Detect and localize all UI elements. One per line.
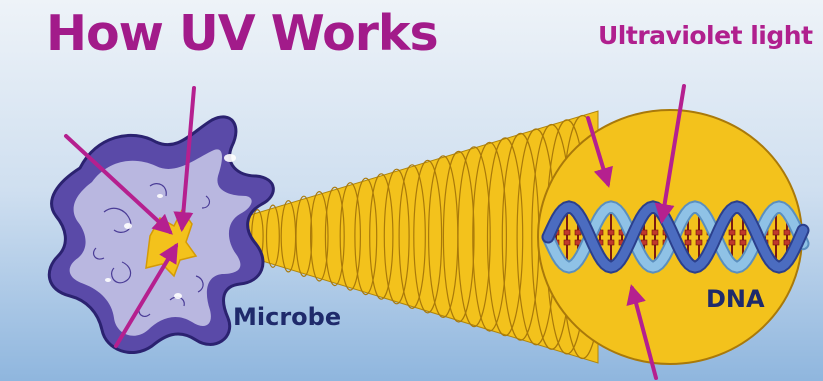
dna-base	[729, 240, 735, 245]
dna-base	[696, 230, 702, 235]
dna-base	[784, 230, 790, 235]
dna-base	[685, 230, 691, 235]
dna-base	[608, 240, 614, 245]
diagram-title: How UV Works	[46, 4, 438, 64]
dna-base	[773, 240, 779, 245]
dna-base	[652, 230, 658, 235]
dna-base	[740, 230, 746, 235]
dna-base	[685, 240, 691, 245]
label-ultraviolet-light: Ultraviolet light	[598, 20, 778, 52]
dna-base	[729, 230, 735, 235]
label-microbe: Microbe	[233, 302, 341, 332]
dna-base	[773, 230, 779, 235]
dna-base	[740, 240, 746, 245]
dna-base	[784, 240, 790, 245]
label-dna: DNA	[706, 284, 765, 314]
dna-base	[564, 240, 570, 245]
dna-base	[696, 240, 702, 245]
dna-base	[652, 240, 658, 245]
dna-base	[608, 230, 614, 235]
dna-base	[564, 230, 570, 235]
